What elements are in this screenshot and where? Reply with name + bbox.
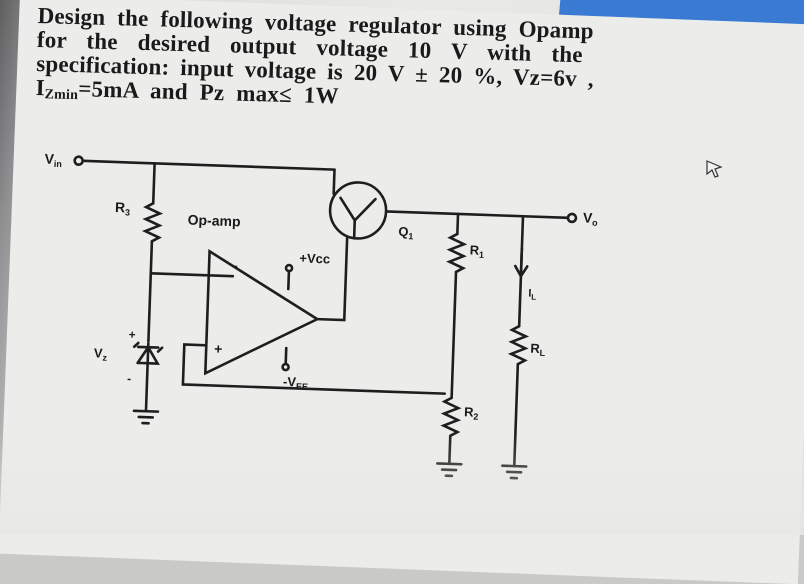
vo-label: Vo	[583, 209, 599, 228]
opamp-minus-sign: -	[233, 257, 239, 273]
r1-resistor	[449, 234, 464, 272]
vcc-lead	[288, 271, 289, 289]
bottom-glare	[0, 430, 804, 535]
r1-top-lead	[457, 214, 458, 234]
vcc-terminal	[286, 265, 292, 271]
r3-top-lead	[153, 163, 154, 203]
opamp-output-to-base	[317, 237, 347, 320]
load-current-arrow	[515, 248, 528, 276]
r3-resistor	[145, 203, 160, 241]
r1-label: R1	[469, 242, 484, 259]
transistor-q1-emitter-base	[340, 198, 376, 221]
vin-label: Vin	[44, 151, 62, 170]
il-label: IL	[528, 287, 537, 301]
transistor-q1	[329, 182, 387, 240]
zener-minus-sign: -	[127, 372, 131, 386]
opamp-triangle	[205, 251, 319, 377]
divider-mid-wire	[452, 272, 456, 394]
rl-resistor	[511, 326, 526, 364]
vin-rail	[83, 161, 335, 170]
arrow-cursor-icon	[704, 158, 726, 180]
q1-label: Q1	[398, 224, 414, 242]
vcc-label: +Vcc	[299, 250, 330, 266]
r3-label: R3	[115, 199, 131, 218]
reference-node-wire	[151, 273, 233, 276]
vee-terminal	[282, 364, 288, 370]
r2-label: R2	[464, 404, 479, 421]
zener-bottom-lead	[146, 363, 148, 411]
feedback-wire	[183, 344, 446, 393]
rl-label: RL	[530, 341, 546, 359]
opamp-label: Op-amp	[187, 212, 240, 230]
ground-zener	[134, 411, 158, 424]
vee-lead	[286, 348, 287, 364]
opamp-plus-sign: +	[214, 341, 223, 357]
collector-lead	[334, 170, 335, 194]
output-rail	[386, 211, 568, 217]
r3-bottom-lead	[151, 241, 152, 273]
zener-diode	[134, 343, 163, 364]
zener-top-lead	[148, 273, 150, 341]
vz-label: Vz	[94, 345, 108, 362]
vo-terminal	[568, 214, 576, 222]
zener-plus-sign: +	[128, 328, 135, 342]
transistor-q1-base	[354, 220, 355, 238]
